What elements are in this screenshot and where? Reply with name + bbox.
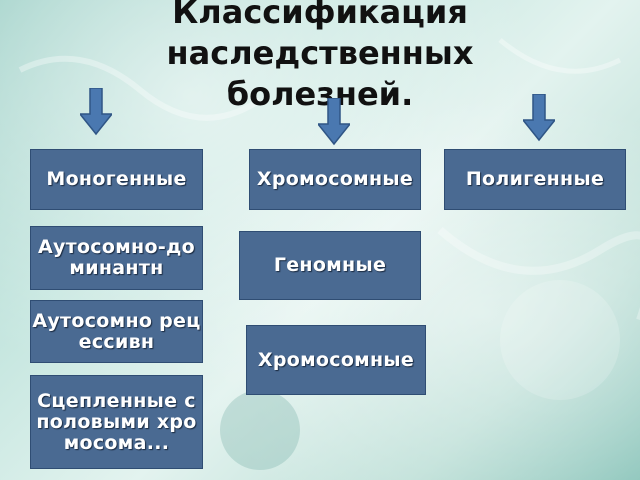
type-chromosomal: Хромосомные: [246, 325, 426, 395]
type-autosomal-recessive-label: Аутосомно рецессивн: [31, 311, 202, 353]
type-autosomal-dominant-label: Аутосомно-доминантн: [31, 237, 202, 279]
category-polygenic: Полигенные: [444, 149, 626, 210]
type-autosomal-recessive: Аутосомно рецессивн: [30, 300, 203, 363]
arrow-down-icon: [523, 94, 555, 142]
category-chromosomal: Хромосомные: [249, 149, 421, 210]
category-chromosomal-label: Хромосомные: [250, 169, 420, 190]
type-autosomal-dominant: Аутосомно-доминантн: [30, 226, 203, 290]
category-monogenic-label: Моногенные: [31, 169, 202, 190]
arrow-down-icon: [80, 88, 112, 136]
category-monogenic: Моногенные: [30, 149, 203, 210]
arrow-down-icon: [318, 98, 350, 146]
type-genomic: Геномные: [239, 231, 421, 300]
type-sex-linked: Сцепленные с половыми хромосома...: [30, 375, 203, 469]
type-chromosomal-label: Хромосомные: [247, 350, 425, 371]
category-polygenic-label: Полигенные: [445, 169, 625, 190]
type-genomic-label: Геномные: [240, 255, 420, 276]
type-sex-linked-label: Сцепленные с половыми хромосома...: [31, 391, 202, 454]
